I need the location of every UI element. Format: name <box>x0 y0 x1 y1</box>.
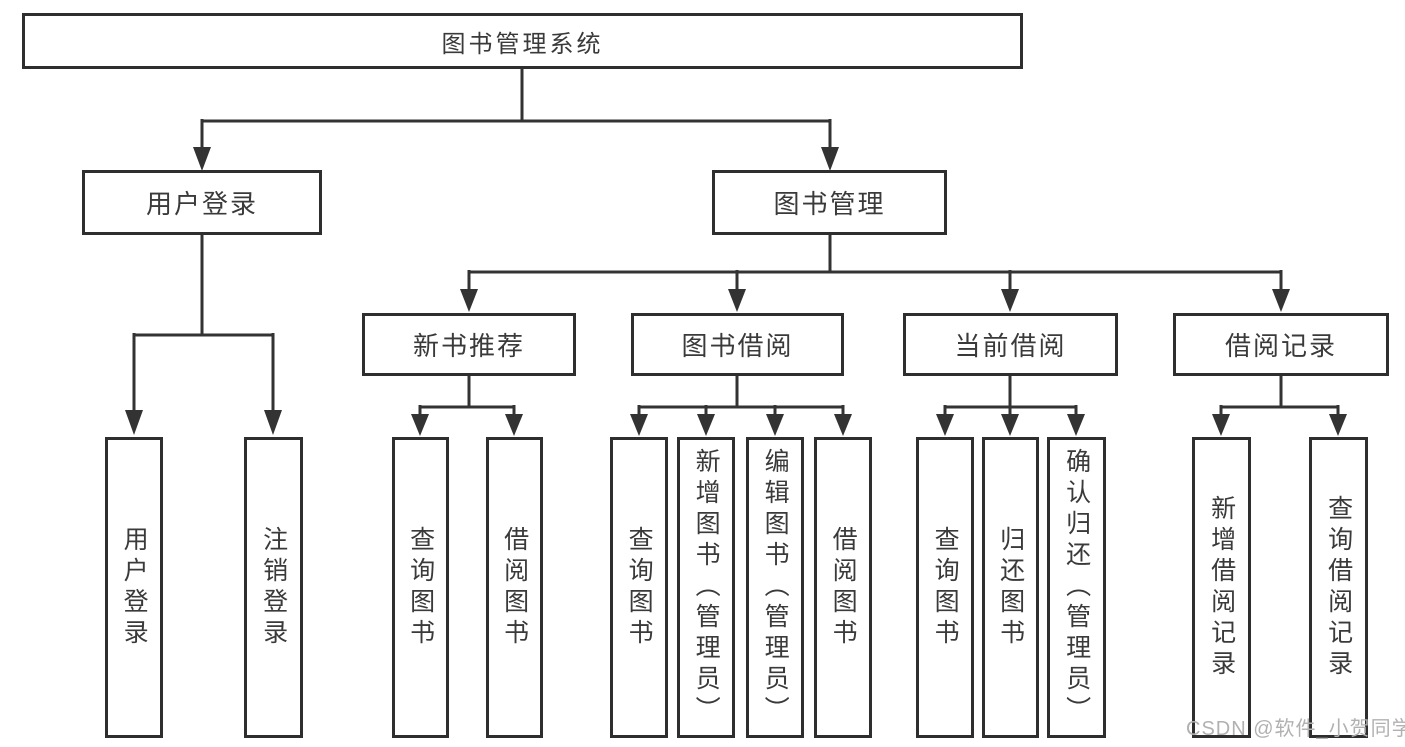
leaf-borrow-book: 借阅图书 <box>814 437 872 738</box>
arrow-down-icon <box>1067 414 1085 436</box>
node-borrow-records: 借阅记录 <box>1173 313 1389 376</box>
connector-book-mgmt-sections <box>460 233 1290 312</box>
arrow-down-icon <box>1001 414 1019 436</box>
leaf-borrow-add: 新增图书（管理员） <box>677 437 735 738</box>
connector-borrow-children <box>630 374 852 436</box>
connector-records-children <box>1212 374 1347 436</box>
arrow-down-icon <box>505 414 523 436</box>
arrow-down-icon <box>125 410 143 435</box>
arrow-down-icon <box>1272 289 1290 312</box>
leaf-newbook-borrow: 借阅图书 <box>486 437 543 738</box>
arrow-down-icon <box>697 414 715 436</box>
leaf-current-return: 归还图书 <box>982 437 1039 738</box>
node-label: 新书推荐 <box>412 331 525 361</box>
arrow-down-icon <box>1329 414 1347 436</box>
leaf-label: 借阅图书 <box>500 525 529 650</box>
node-user-login: 用户登录 <box>82 170 322 235</box>
leaf-records-query: 查询借阅记录 <box>1309 437 1368 738</box>
arrow-down-icon <box>766 414 784 436</box>
node-root: 图书管理系统 <box>22 13 1023 69</box>
connector-root-to-level2 <box>193 66 839 171</box>
arrow-down-icon <box>821 147 839 171</box>
node-book-borrow: 图书借阅 <box>631 313 844 376</box>
leaf-label: 查询图书 <box>931 525 960 650</box>
node-current-borrow: 当前借阅 <box>903 313 1118 376</box>
node-label: 图书借阅 <box>681 331 794 361</box>
connector-user-login-children <box>125 232 282 435</box>
arrow-down-icon <box>264 410 282 435</box>
leaf-label: 查询图书 <box>625 525 654 650</box>
node-new-book-rec: 新书推荐 <box>362 313 576 376</box>
leaf-newbook-query: 查询图书 <box>392 437 449 738</box>
leaf-label: 确认归还（管理员） <box>1062 448 1091 727</box>
leaf-label: 新增借阅记录 <box>1207 494 1236 681</box>
leaf-logout: 注销登录 <box>244 437 303 738</box>
node-label: 用户登录 <box>145 189 258 219</box>
leaf-label: 查询图书 <box>406 525 435 650</box>
connector-current-children <box>936 374 1085 436</box>
arrow-down-icon <box>411 414 429 436</box>
leaf-label: 用户登录 <box>120 525 149 650</box>
leaf-records-add: 新增借阅记录 <box>1192 437 1251 738</box>
leaf-borrow-query: 查询图书 <box>610 437 668 738</box>
leaf-label: 编辑图书（管理员） <box>761 448 790 727</box>
node-book-mgmt: 图书管理 <box>712 170 947 235</box>
leaf-user-login: 用户登录 <box>105 437 163 738</box>
arrow-down-icon <box>193 147 211 171</box>
leaf-label: 注销登录 <box>259 525 288 650</box>
node-label: 当前借阅 <box>954 331 1067 361</box>
connector-new-book-children <box>411 374 523 436</box>
arrow-down-icon <box>936 414 954 436</box>
arrow-down-icon <box>460 289 478 312</box>
leaf-label: 新增图书（管理员） <box>692 448 721 727</box>
leaf-label: 归还图书 <box>996 525 1025 650</box>
leaf-borrow-edit: 编辑图书（管理员） <box>746 437 804 738</box>
leaf-current-query: 查询图书 <box>916 437 974 738</box>
arrow-down-icon <box>1001 289 1019 312</box>
node-label: 借阅记录 <box>1224 331 1337 361</box>
leaf-label: 查询借阅记录 <box>1324 494 1353 681</box>
arrow-down-icon <box>834 414 852 436</box>
arrow-down-icon <box>728 289 746 312</box>
node-root-label: 图书管理系统 <box>441 30 604 58</box>
csdn-watermark: CSDN @软件_小贺同学 <box>1186 718 1405 740</box>
arrow-down-icon <box>1212 414 1230 436</box>
leaf-current-confirm: 确认归还（管理员） <box>1047 437 1106 738</box>
node-label: 图书管理 <box>773 189 886 219</box>
arrow-down-icon <box>630 414 648 436</box>
leaf-label: 借阅图书 <box>829 525 858 650</box>
